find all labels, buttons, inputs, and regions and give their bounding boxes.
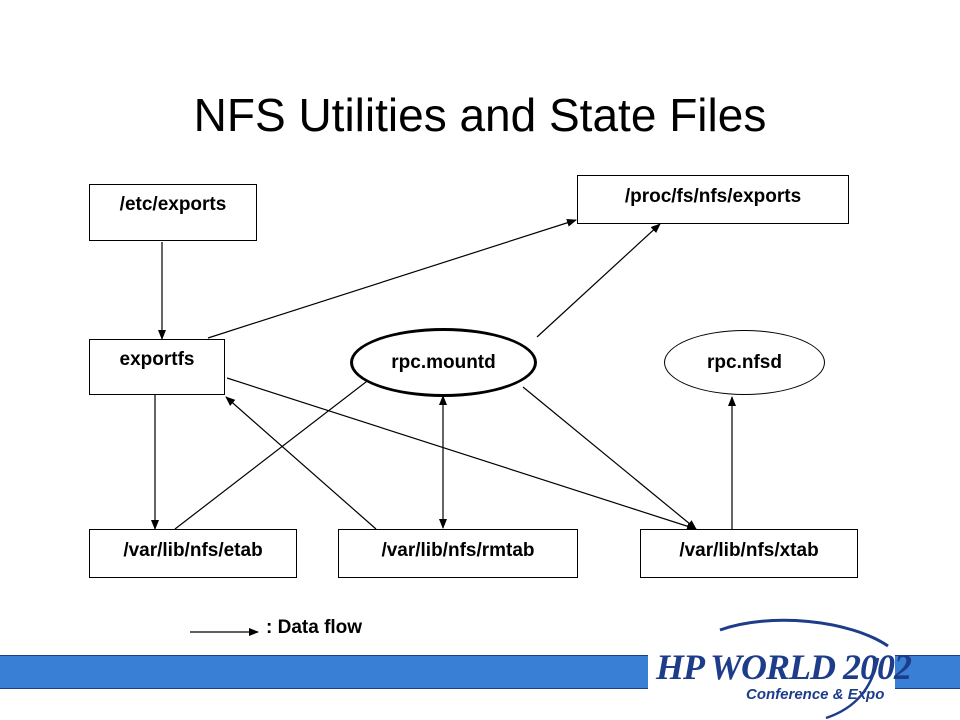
logo-main-text: HP WORLD 2002 [656, 647, 912, 687]
slide-title: NFS Utilities and State Files [193, 89, 767, 141]
proc-exports-box: /proc/fs/nfs/exports [577, 175, 849, 224]
arrow-etab-to-mountd [174, 364, 389, 530]
etc-exports-box: /etc/exports [89, 184, 257, 241]
arrow-mountd-to-xtab [522, 386, 697, 530]
arrow-exportfs-to-xtab [226, 377, 697, 531]
legend-label: : Data flow [266, 617, 363, 638]
arrow-exportfs-to-proc-exports [207, 218, 577, 339]
footer-bar [0, 655, 648, 689]
arrow-rmtab-to-exportfs [225, 396, 377, 530]
exportfs-box: exportfs [89, 339, 225, 395]
logo-sub-text: Conference & Expo [746, 686, 885, 703]
xtab-box: /var/lib/nfs/xtab [640, 529, 858, 578]
rpc-nfsd-ellipse: rpc.nfsd [664, 330, 825, 395]
hp-world-logo: HP WORLD 2002 Conference & Expo [650, 618, 912, 720]
rpc-mountd-ellipse: rpc.mountd [350, 328, 537, 397]
rmtab-box: /var/lib/nfs/rmtab [338, 529, 578, 578]
footer-bar-right [895, 655, 960, 689]
arrow-mountd-to-proc-exports [536, 223, 661, 338]
etab-box: /var/lib/nfs/etab [89, 529, 297, 578]
